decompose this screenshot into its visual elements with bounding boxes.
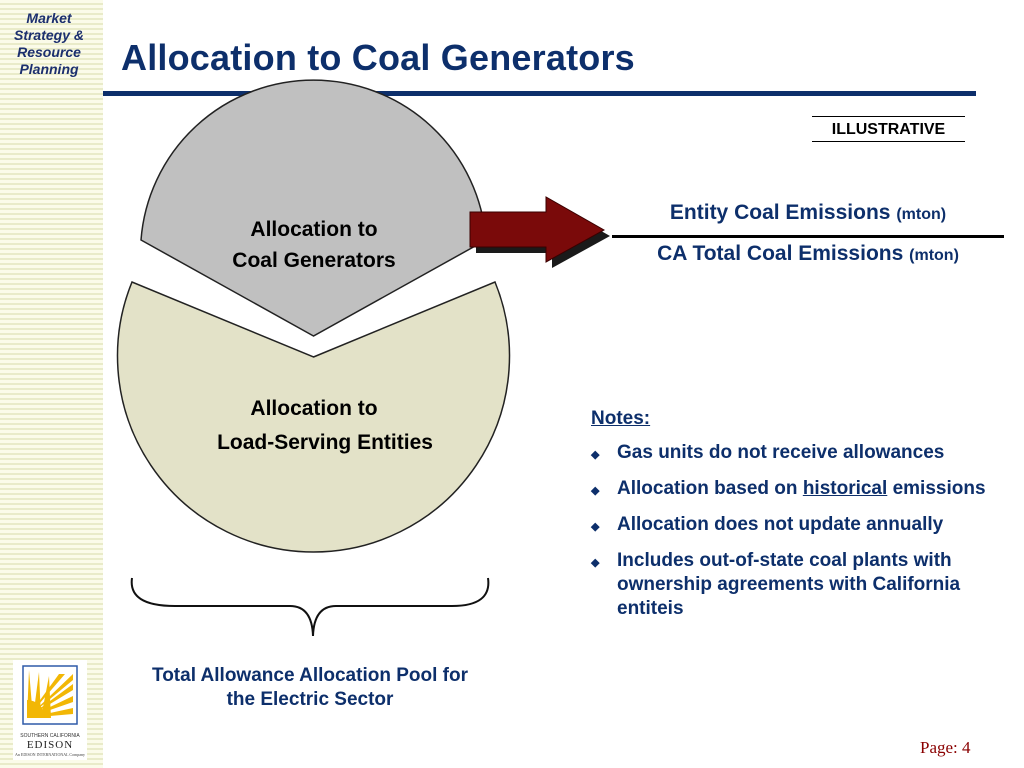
logo-small-text: SOUTHERN CALIFORNIA [20, 733, 80, 739]
pool-caption-line: the Electric Sector [226, 689, 394, 710]
coal-generators-label: Allocation to Coal Generators [214, 214, 414, 276]
notes-heading: Notes: [591, 408, 651, 429]
diamond-bullet-icon: ◆ [591, 485, 600, 497]
note-item: ◆ Allocation does not update annually [591, 513, 1001, 537]
edison-logo: SOUTHERN CALIFORNIA EDISON An EDISON INT… [13, 660, 87, 760]
page-number: Page: 4 [920, 738, 971, 757]
title-underline [103, 91, 976, 96]
illustrative-badge: ILLUSTRATIVE [812, 116, 965, 142]
coal-generators-label-line: Coal Generators [232, 249, 396, 272]
pool-caption: Total Allowance Allocation Pool for the … [110, 664, 510, 712]
formula-numerator: Entity Coal Emissions (mton) [612, 201, 1004, 225]
department-tag: Market Strategy & Resource Planning [0, 10, 98, 78]
numerator-unit: (mton) [896, 206, 947, 223]
logo-parent-text: An EDISON INTERNATIONAL Company [15, 752, 85, 757]
department-tag-line: Resource [17, 44, 81, 60]
coal-generators-label-line: Allocation to [250, 218, 378, 241]
fraction-bar [612, 235, 1004, 238]
note-text: Gas units do not receive allowances [617, 442, 945, 463]
note-emphasis: historical [802, 478, 888, 499]
denominator-unit: (mton) [909, 247, 959, 264]
note-item: ◆ Allocation based on historical emissio… [591, 477, 1001, 501]
arrow-icon [469, 196, 606, 263]
note-text: Allocation based on [617, 478, 803, 499]
department-tag-line: Market [26, 10, 72, 26]
lse-label: Allocation to Load-Serving Entities [190, 392, 460, 460]
note-text: Allocation does not update annually [617, 514, 944, 535]
sidebar-stripes [0, 0, 103, 768]
lse-label-line: Allocation to [250, 397, 378, 420]
note-text: emissions [887, 478, 986, 499]
denominator-text: CA Total Coal Emissions [657, 242, 904, 265]
diamond-bullet-icon: ◆ [591, 557, 600, 569]
diamond-bullet-icon: ◆ [591, 521, 600, 533]
notes-section: Notes: ◆ Gas units do not receive allowa… [591, 407, 1001, 633]
coal-generators-slice [140, 79, 487, 337]
note-item: ◆ Includes out-of-state coal plants with… [591, 549, 1001, 621]
department-tag-line: Planning [19, 61, 79, 77]
page-title: Allocation to Coal Generators [121, 37, 635, 78]
diamond-bullet-icon: ◆ [591, 449, 600, 461]
pool-caption-line: Total Allowance Allocation Pool for [152, 665, 468, 686]
lse-label-line: Load-Serving Entities [217, 431, 433, 454]
numerator-text: Entity Coal Emissions [669, 201, 891, 224]
note-text: Includes out-of-state coal plants with o… [617, 550, 961, 619]
note-item: ◆ Gas units do not receive allowances [591, 441, 1001, 465]
logo-brand-text: EDISON [26, 739, 74, 751]
notes-list: ◆ Gas units do not receive allowances ◆ … [591, 441, 1001, 621]
department-tag-line: Strategy & [13, 27, 85, 43]
formula-denominator: CA Total Coal Emissions (mton) [612, 242, 1004, 266]
sun-logo-icon [22, 665, 78, 725]
lse-slice [116, 281, 511, 553]
brace-icon [130, 577, 490, 637]
